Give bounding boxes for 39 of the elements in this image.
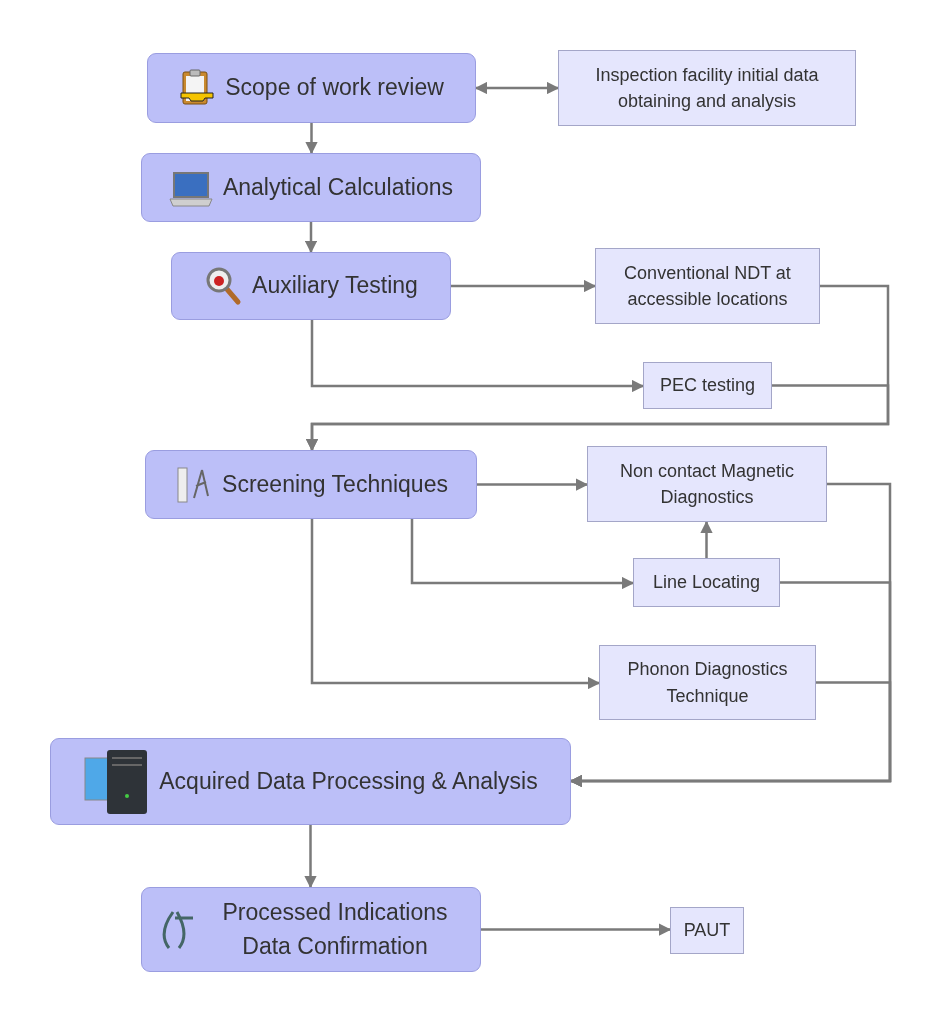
node-label: Processed Indications Data Confirmation	[221, 898, 449, 961]
connector-arrow	[310, 320, 645, 393]
connector-arrow	[700, 520, 713, 558]
node-label: PEC testing	[659, 374, 755, 398]
process-box	[147, 53, 476, 123]
node-label: Screening Techniques	[222, 469, 448, 499]
connector-arrow	[569, 681, 892, 788]
connector-arrow	[304, 825, 317, 889]
node-label: Inspection facility initial data obtaining and analysis	[594, 63, 820, 113]
connector-arrow	[304, 222, 318, 254]
node-label: Acquired Data Processing & Analysis	[159, 766, 538, 796]
node-label: PAUT	[683, 919, 731, 943]
sub-process-box	[595, 248, 820, 324]
node-label: Auxiliary Testing	[252, 271, 418, 301]
node-label: Non contact Magnetic Diagnostics	[618, 459, 796, 509]
sub-process-box	[599, 645, 816, 720]
node-label: Analytical Calculations	[222, 172, 454, 202]
connector-arrow	[477, 478, 589, 491]
process-box	[171, 252, 451, 320]
sub-process-box	[558, 50, 856, 126]
connector-arrow	[305, 384, 890, 452]
node-label: Line Locating	[652, 571, 761, 595]
connector-arrow	[451, 279, 597, 293]
connector-arrow	[305, 123, 318, 155]
process-box	[50, 738, 571, 825]
connector-arrow	[310, 519, 601, 690]
sub-process-box	[670, 907, 744, 954]
sub-process-box	[643, 362, 772, 409]
sub-process-box	[633, 558, 780, 607]
connector-arrow	[474, 81, 560, 95]
process-box	[141, 887, 481, 972]
node-label: Scope of work review	[225, 73, 444, 103]
connector-arrow	[410, 519, 635, 590]
node-label: Phonon Diagnostics Technique	[626, 658, 789, 708]
sub-process-box	[587, 446, 827, 522]
connector-arrow	[481, 923, 672, 936]
node-label: Conventional NDT at accessible locations	[623, 261, 792, 311]
process-box	[145, 450, 477, 519]
process-box	[141, 153, 481, 222]
